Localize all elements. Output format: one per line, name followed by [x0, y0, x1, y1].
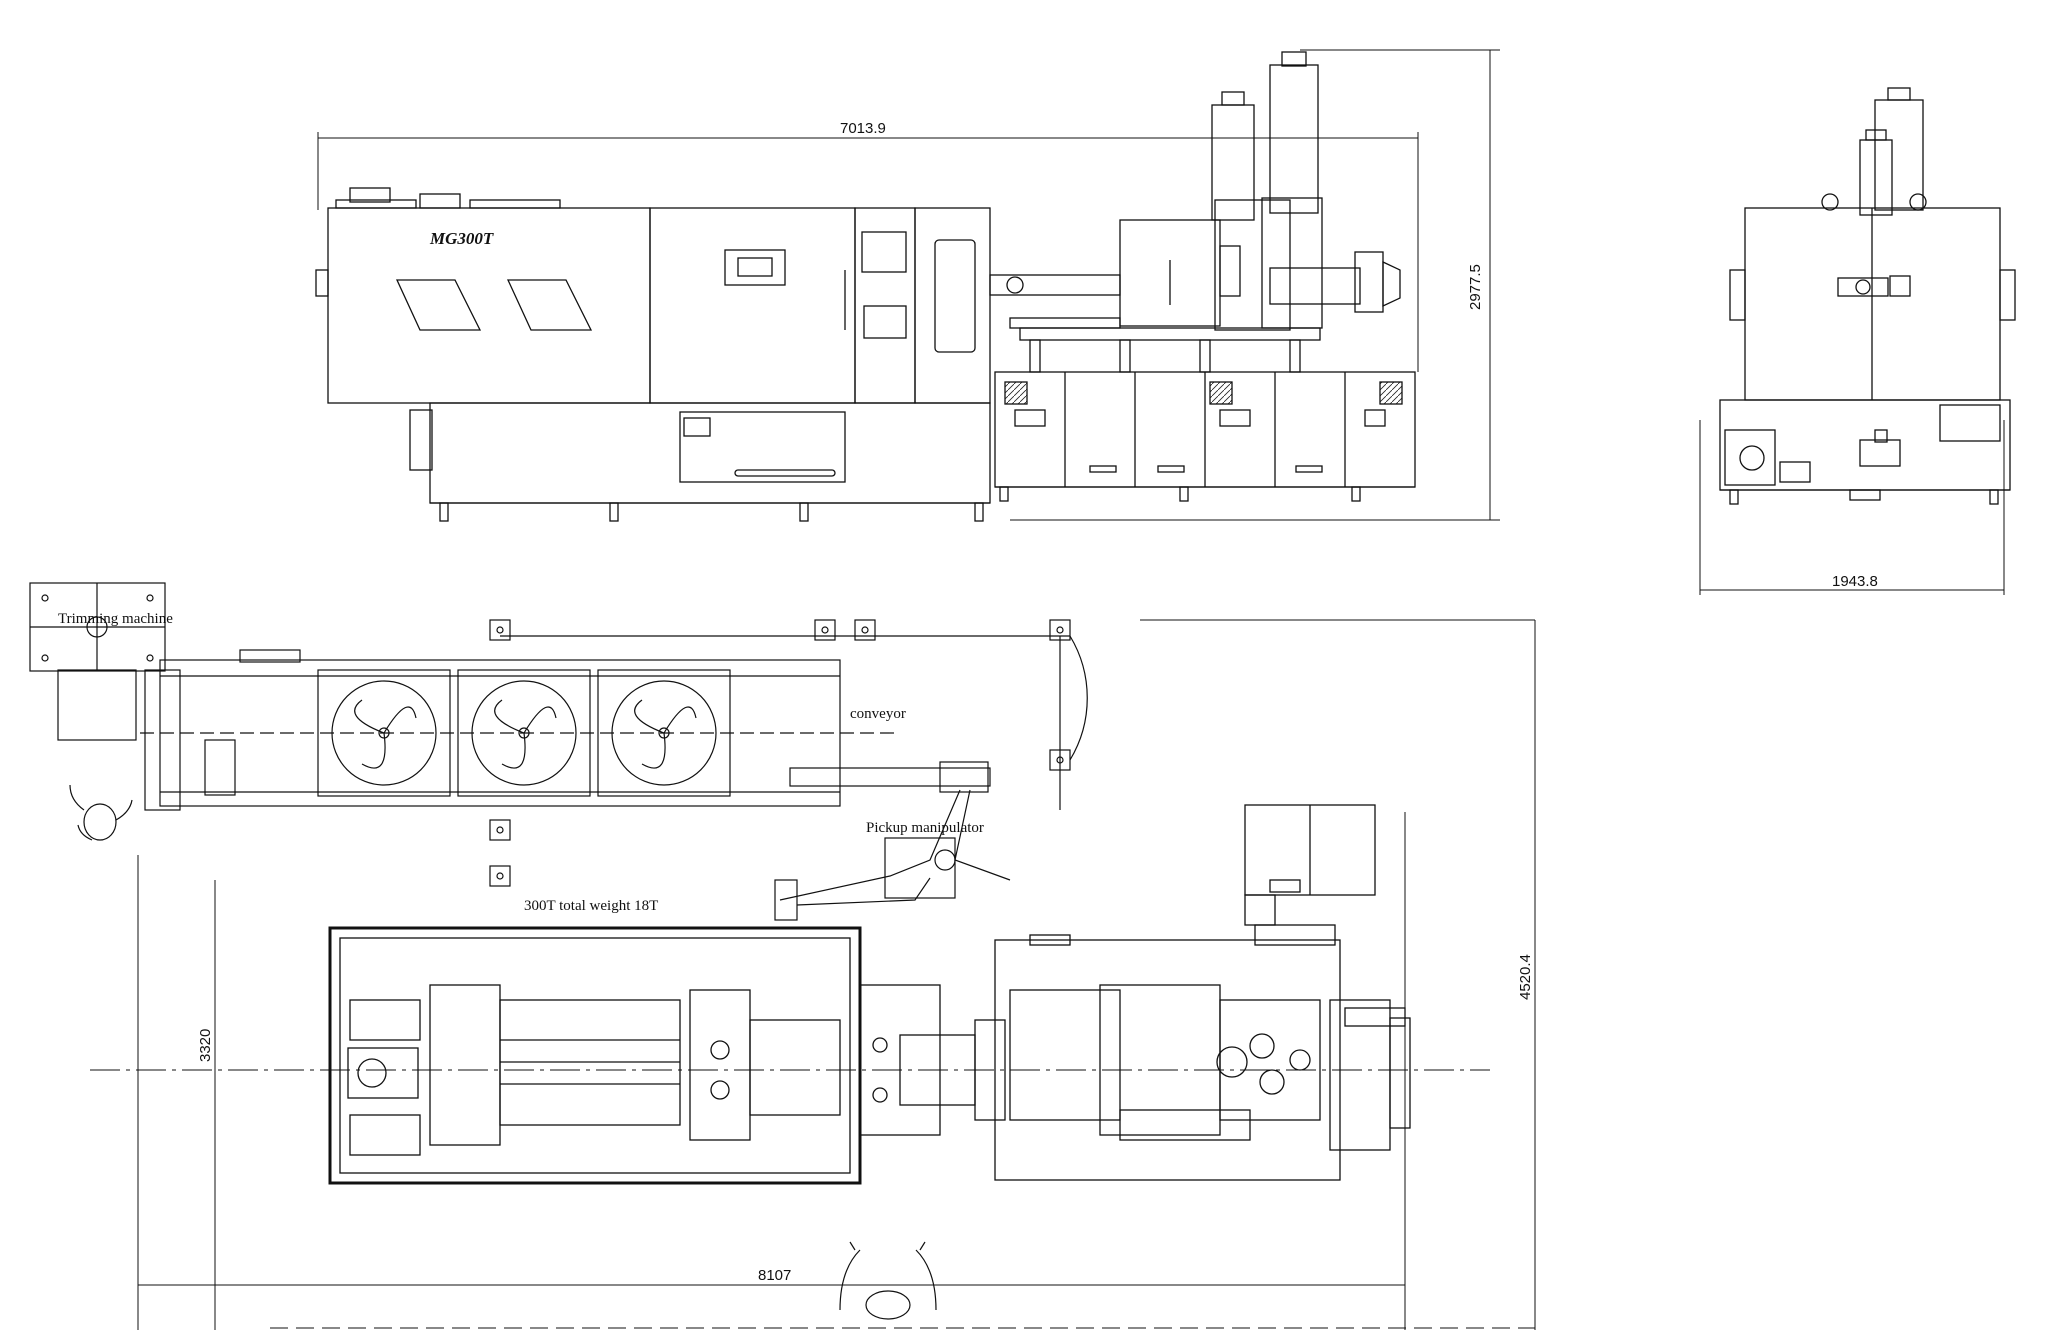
pickup-manipulator: [774, 761, 1011, 921]
side-elevation-view: [315, 51, 1416, 522]
plan-depth-dimension: 4520.4: [1517, 954, 1534, 1000]
trimming-machine-label: Trimming machine: [58, 611, 173, 627]
conveyor-fan-3: [611, 680, 717, 786]
plan-dimensions: [137, 619, 1536, 1330]
conveyor-fan-1: [331, 680, 437, 786]
die-casting-machine-plan: [328, 804, 1411, 1185]
side-length-dimension: 7013.9: [840, 120, 886, 137]
conveyor-fan-2: [471, 680, 577, 786]
trimming-machine: [29, 582, 181, 811]
side-elevation-dimensions: [317, 49, 1500, 521]
operator-figure-left: [69, 784, 133, 841]
model-mark: MG300T: [429, 229, 494, 248]
pickup-manipulator-label: Pickup manipulator: [866, 820, 984, 836]
plan-length-dimension: 8107: [758, 1267, 791, 1284]
conveyor: [140, 619, 1088, 887]
operator-figure-bottom: [839, 1241, 937, 1320]
conveyor-label: conveyor: [850, 706, 906, 722]
end-elevation-dimensions: [1699, 420, 2005, 595]
end-elevation-view: [1719, 87, 2016, 505]
plan-width-dimension: 3320: [197, 1029, 214, 1062]
end-width-dimension: 1943.8: [1832, 573, 1878, 590]
total-weight-label: 300T total weight 18T: [524, 898, 658, 914]
side-height-dimension: 2977.5: [1467, 264, 1484, 310]
